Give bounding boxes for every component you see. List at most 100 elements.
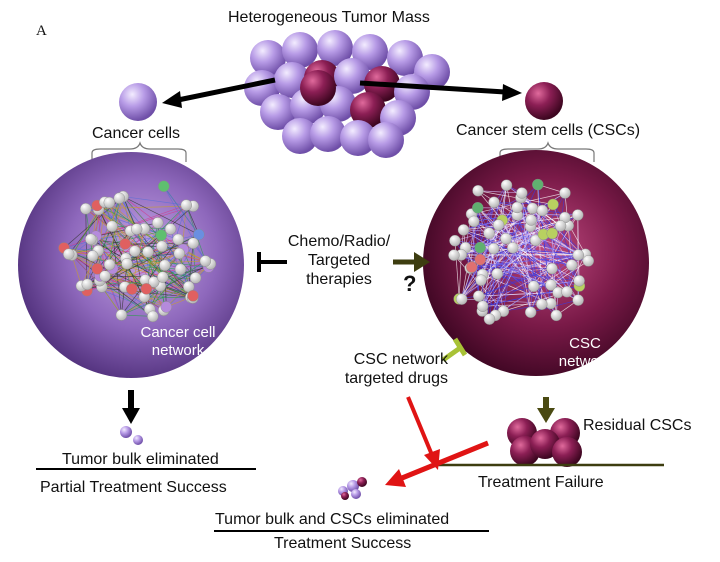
network-node xyxy=(573,275,585,287)
network-node xyxy=(476,300,489,312)
network-node xyxy=(152,217,164,229)
network-node xyxy=(158,180,170,192)
network-edge xyxy=(478,190,522,194)
residual-cscs-cluster xyxy=(507,418,582,467)
network-node xyxy=(473,290,485,302)
network-node xyxy=(546,227,558,240)
network-node xyxy=(193,228,205,241)
network-node xyxy=(187,290,199,302)
tumor-cell xyxy=(282,118,318,154)
network-node xyxy=(106,220,118,232)
therapy-label-line1: Chemo/Radio/ xyxy=(287,233,391,250)
network-node xyxy=(99,270,111,282)
network-edge xyxy=(458,254,462,299)
tumor-bulk-eliminated-label: Tumor bulk eliminated xyxy=(62,451,219,468)
cancer-cells-label: Cancer cells xyxy=(92,125,181,142)
network-edge xyxy=(122,196,200,235)
network-node xyxy=(572,294,584,306)
network-edge xyxy=(489,226,531,320)
treatment-success-label: Treatment Success xyxy=(274,535,412,552)
tumor-cell xyxy=(368,122,404,158)
therapy-label-line2: Targeted xyxy=(307,252,371,269)
network-node xyxy=(119,238,131,250)
tumor-cell xyxy=(350,92,386,128)
network-node xyxy=(474,241,486,254)
tumor-cell xyxy=(317,30,353,66)
network-node xyxy=(546,262,558,275)
tumor-cell xyxy=(310,116,346,152)
csc-network-graph xyxy=(448,178,594,325)
network-edge xyxy=(453,254,553,269)
network-edge xyxy=(85,208,94,256)
network-node xyxy=(81,278,94,291)
network-node xyxy=(566,259,578,271)
network-node xyxy=(189,272,202,284)
cancer-network-label: Cancer cell network xyxy=(128,324,228,360)
tumor-cell xyxy=(300,70,336,106)
network-node xyxy=(172,233,184,246)
network-edge xyxy=(63,247,154,317)
left-down-arrow xyxy=(122,390,140,424)
network-node xyxy=(483,227,495,239)
network-edge xyxy=(465,185,507,248)
network-node xyxy=(507,242,519,254)
network-node xyxy=(142,246,154,258)
csc-drug-inhibitor xyxy=(441,337,468,363)
panel-label: A xyxy=(36,23,47,39)
network-node xyxy=(130,223,143,235)
network-node xyxy=(529,234,542,247)
network-node xyxy=(103,258,116,271)
network-node xyxy=(448,249,460,261)
network-edge xyxy=(122,196,138,230)
network-node xyxy=(559,187,571,199)
therapy-arrow-right xyxy=(393,252,430,272)
network-edge xyxy=(494,201,554,205)
network-node xyxy=(511,201,523,214)
csc-network-label-line1: CSC xyxy=(569,335,601,352)
network-edge xyxy=(501,220,535,287)
network-edge xyxy=(566,254,586,292)
network-node xyxy=(129,245,141,257)
treatment-failure-label: Treatment Failure xyxy=(478,474,604,491)
network-edge xyxy=(532,208,568,292)
network-edge xyxy=(543,192,566,235)
remaining-cell-icon xyxy=(133,435,143,445)
left-bracket xyxy=(91,141,187,162)
network-node xyxy=(532,178,544,191)
network-edge xyxy=(99,280,154,317)
network-edge xyxy=(463,229,494,249)
remaining-cell-icon xyxy=(120,426,132,438)
csc-icon xyxy=(525,82,563,120)
network-node xyxy=(140,283,153,295)
network-edge xyxy=(109,198,120,265)
network-edge xyxy=(122,196,158,224)
network-edge xyxy=(125,243,206,262)
network-node xyxy=(126,283,138,295)
network-edge xyxy=(503,254,579,312)
network-edge xyxy=(192,243,196,278)
network-edge xyxy=(163,186,200,235)
arrow-to-cscs xyxy=(359,80,522,101)
network-node xyxy=(121,258,133,270)
network-edge xyxy=(530,240,536,313)
network-node xyxy=(173,247,186,260)
therapy-inhibitor-left xyxy=(257,252,287,272)
unknown-effect-mark: ? xyxy=(403,271,417,296)
network-node xyxy=(160,301,172,313)
network-node xyxy=(547,198,559,211)
network-edge xyxy=(63,247,99,252)
network-node xyxy=(456,293,468,305)
network-node xyxy=(174,263,187,275)
network-edge xyxy=(96,230,131,270)
cancer-cell-icon xyxy=(119,83,157,121)
network-node xyxy=(524,306,537,318)
network-edge xyxy=(461,226,531,300)
network-node xyxy=(528,280,540,292)
network-node xyxy=(488,196,500,208)
tumor-cell xyxy=(260,94,296,130)
therapy-label-line3: therapies xyxy=(306,271,372,288)
network-node xyxy=(487,242,500,255)
network-edge xyxy=(149,269,181,310)
network-edge xyxy=(471,253,586,268)
network-edge xyxy=(488,185,507,234)
